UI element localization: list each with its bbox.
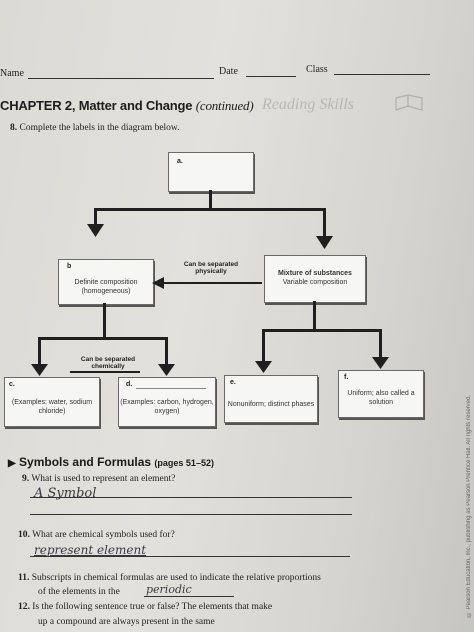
- connector-mixture-down: [313, 301, 316, 331]
- section-pages: (pages 51–52): [154, 458, 214, 468]
- chapter-title-text: CHAPTER 2, Matter and Change: [0, 98, 193, 113]
- date-label: Date: [219, 66, 238, 77]
- connector-left-horizontal: [38, 337, 168, 340]
- connector-top-horizontal: [94, 208, 326, 211]
- connector-left-down: [94, 208, 97, 230]
- connector-e-down: [262, 329, 265, 365]
- class-label: Class: [306, 64, 328, 75]
- copyright-notice: © Pearson Education, Inc., publishing as…: [466, 395, 472, 618]
- connector-top-vertical: [209, 190, 212, 210]
- diagram-box-f[interactable]: Uniform; also called a solution: [338, 370, 424, 418]
- q10-answer[interactable]: represent element: [34, 543, 147, 557]
- chem-arrow-shaft: [70, 371, 140, 373]
- diagram-box-mixture[interactable]: Mixture of substances Variable compositi…: [264, 255, 366, 303]
- arrow-down-icon: [87, 224, 104, 237]
- name-line[interactable]: [28, 78, 214, 79]
- book-icon: [395, 94, 423, 111]
- label-b: b: [67, 263, 72, 270]
- q10-number: 10.: [18, 530, 30, 540]
- section-heading: ▶ Symbols and Formulas (pages 51–52): [8, 455, 214, 469]
- box-e-text: Nonuniform; distinct phases: [227, 400, 315, 408]
- q12-text-2: up a compound are always present in the …: [38, 617, 215, 627]
- label-d: d.: [126, 381, 133, 388]
- question-11-cont: of the elements in the: [38, 587, 120, 597]
- q10-answer-line: [30, 556, 350, 557]
- box-b-text: Definite composition (homogeneous): [74, 279, 138, 295]
- arrow-down-icon: [255, 361, 272, 373]
- connector-c-down: [38, 337, 41, 369]
- date-line[interactable]: [246, 76, 296, 77]
- q11-answer-line: [144, 596, 234, 597]
- label-separated-physically: Can be separated physically: [183, 261, 239, 276]
- question-8: 8. Complete the labels in the diagram be…: [10, 123, 180, 133]
- q12-number: 12.: [18, 602, 30, 612]
- q9-answer-line-2: [30, 514, 352, 515]
- chapter-continued: (continued): [195, 98, 254, 113]
- q9-answer[interactable]: A Symbol: [34, 486, 97, 501]
- section-title: Symbols and Formulas: [19, 455, 152, 469]
- diagram-box-b[interactable]: Definite composition (homogeneous): [58, 259, 154, 305]
- q9-text: What is used to represent an element?: [31, 474, 176, 484]
- mixture-title: Mixture of substances: [278, 270, 352, 278]
- q8-text: Complete the labels in the diagram below…: [19, 123, 180, 133]
- chapter-title: CHAPTER 2, Matter and Change (continued): [0, 98, 254, 114]
- arrow-down-icon: [316, 236, 333, 249]
- section-bullet-icon: ▶: [8, 458, 16, 469]
- question-9: 9. What is used to represent an element?: [22, 474, 175, 484]
- connector-f-down: [379, 329, 382, 361]
- bleed-through-heading: Reading Skills: [262, 96, 354, 113]
- arrow-left-icon: [152, 277, 164, 289]
- arrow-down-icon: [372, 357, 389, 369]
- diagram-box-a[interactable]: [168, 152, 254, 192]
- label-f: f.: [344, 374, 349, 381]
- q9-answer-line-1: [30, 497, 352, 498]
- connector-right-down: [323, 208, 326, 244]
- question-12-cont: up a compound are always present in the …: [38, 617, 215, 627]
- diagram-box-d[interactable]: (Examples: carbon, hydrogen, oxygen): [118, 377, 216, 427]
- q10-text: What are chemical symbols used for?: [32, 530, 175, 540]
- box-c-text: (Examples: water, sodium chloride): [11, 399, 93, 415]
- q11-answer[interactable]: periodic: [146, 583, 192, 596]
- box-d-text: (Examples: carbon, hydrogen, oxygen): [120, 399, 214, 415]
- connector-d-down: [165, 337, 168, 369]
- connector-b-down: [103, 303, 106, 339]
- q8-number: 8.: [10, 123, 18, 133]
- arrow-down-icon: [158, 364, 175, 376]
- q12-text: Is the following sentence true or false?…: [32, 602, 273, 612]
- box-f-text: Uniform; also called a solution: [347, 390, 415, 406]
- q11-number: 11.: [18, 573, 30, 583]
- arrow-down-icon: [31, 364, 48, 376]
- question-10: 10. What are chemical symbols used for?: [18, 530, 175, 540]
- label-separated-chemically: Can be separated chemically: [80, 356, 136, 371]
- question-12: 12. Is the following sentence true or fa…: [18, 602, 272, 612]
- mixture-text: Variable composition: [282, 279, 348, 286]
- diagram-box-c[interactable]: (Examples: water, sodium chloride): [4, 377, 100, 427]
- connector-right-horizontal: [262, 329, 382, 332]
- diagram-box-e[interactable]: Nonuniform; distinct phases: [224, 375, 318, 423]
- class-line[interactable]: [334, 74, 430, 75]
- name-label: Name: [0, 68, 24, 79]
- label-e: e.: [230, 379, 236, 386]
- q11-text: Subscripts in chemical formulas are used…: [31, 573, 321, 583]
- answer-line-d[interactable]: [136, 388, 206, 389]
- arrow-left-shaft: [162, 282, 262, 284]
- q9-number: 9.: [22, 474, 30, 484]
- question-11: 11. Subscripts in chemical formulas are …: [18, 573, 321, 583]
- label-c: c.: [9, 381, 15, 388]
- q11-text-2: of the elements in the: [38, 587, 120, 597]
- label-a: a.: [177, 158, 183, 165]
